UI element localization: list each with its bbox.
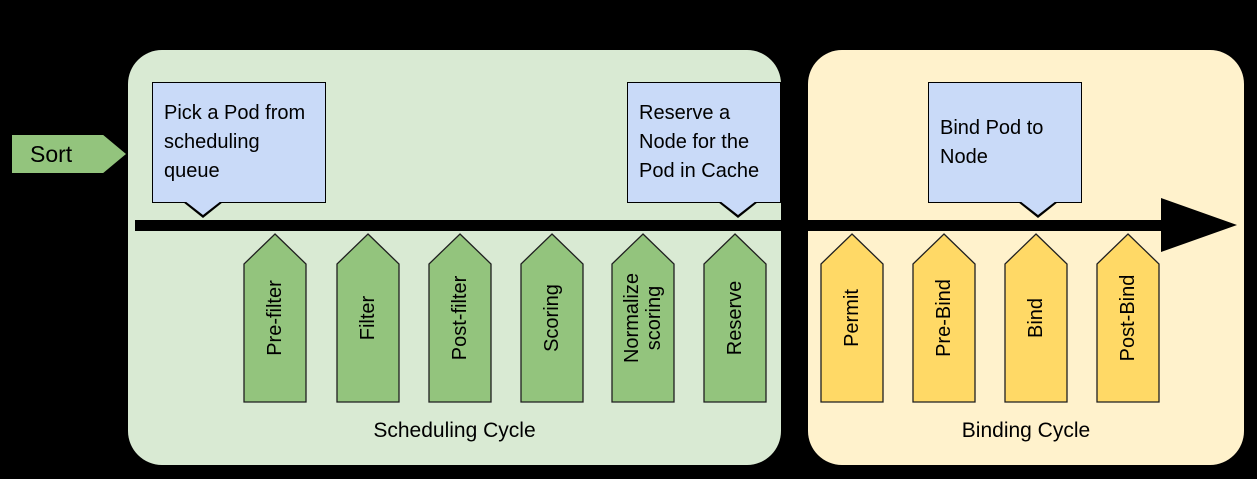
callout-tail [720,201,756,215]
callout-text: Reserve a Node for the Pod in Cache [639,102,760,182]
timeline-arrowhead-icon [1161,198,1237,252]
extension-point-pre-filter: Pre-filter [243,233,307,403]
pentagon-arrow-shape [1004,233,1068,403]
pentagon-arrow-shape [520,233,584,403]
extension-point-label: Filter [357,295,379,341]
extension-point-normalize-scoring: Normalize scoring [611,233,675,403]
extension-point-pre-bind: Pre-Bind [912,233,976,403]
pentagon-arrow-shape [611,233,675,403]
pentagon-arrow-shape [820,233,884,403]
extension-point-label: Pre-Bind [933,279,955,357]
extension-point-reserve: Reserve [703,233,767,403]
extension-point-post-filter: Post-filter [428,233,492,403]
callout-bind-pod: Bind Pod to Node [928,82,1082,218]
callout-text: Bind Pod to Node [940,116,1044,168]
pentagon-arrow-shape [428,233,492,403]
callout-pick-pod: Pick a Pod from scheduling queue [152,82,326,218]
extension-point-label: Reserve [724,280,746,356]
callout-tail [1020,201,1056,215]
binding-cycle-label: Binding Cycle [961,419,1091,442]
sort-label: Sort [30,140,73,167]
callout-reserve-node: Reserve a Node for the Pod in Cache [627,82,781,218]
extension-point-label: Pre-filter [264,280,286,356]
extension-point-permit: Permit [820,233,884,403]
extension-point-filter: Filter [336,233,400,403]
pentagon-arrow-shape [1096,233,1160,403]
extension-point-post-bind: Post-Bind [1096,233,1160,403]
pentagon-arrow-shape [243,233,307,403]
timeline-arrow-bar [135,220,1161,231]
callout-text: Pick a Pod from scheduling queue [164,102,306,182]
extension-point-bind: Bind [1004,233,1068,403]
extension-point-label: Post-filter [449,275,471,361]
extension-point-label: Normalize scoring [621,272,665,364]
extension-point-label: Permit [841,289,863,347]
callout-tail [185,201,221,215]
pentagon-arrow-shape [912,233,976,403]
pentagon-arrow-shape [336,233,400,403]
sort-plugin-arrow: Sort [12,135,126,173]
extension-point-label: Scoring [541,284,563,352]
pentagon-arrow-shape [703,233,767,403]
extension-point-scoring: Scoring [520,233,584,403]
extension-point-label: Post-Bind [1117,274,1139,362]
scheduling-cycle-label: Scheduling Cycle [373,419,536,442]
extension-point-label: Bind [1025,297,1047,339]
